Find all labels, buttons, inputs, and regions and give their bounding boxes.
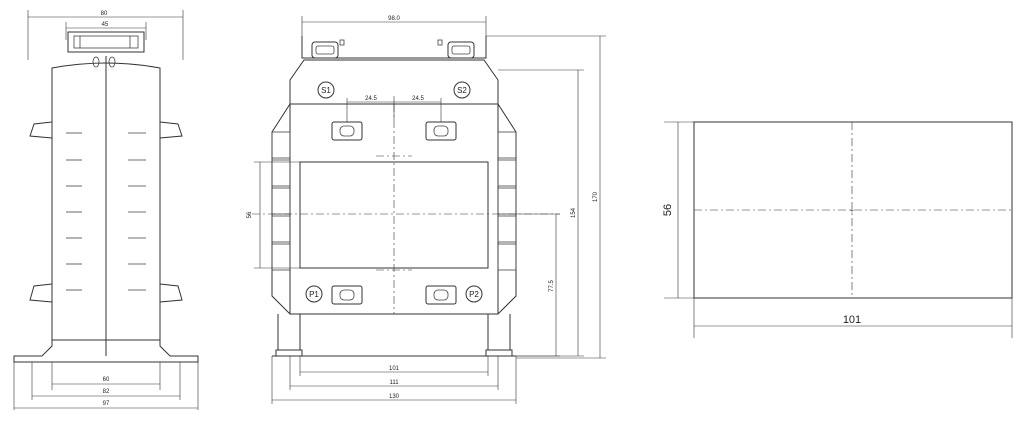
dim-front-top-98: 98.0 [388,16,400,22]
dim-window-width: 101 [843,314,861,326]
dim-side-base-97: 97 [103,401,110,407]
dim-side-top-inner: 45 [102,22,109,28]
terminal-s2: S2 [457,86,467,95]
dim-side-base-60: 60 [103,377,110,383]
dim-window-height: 56 [662,204,674,216]
dim-front-base-130: 130 [389,394,400,400]
dim-front-height-77: 77.5 [549,280,555,292]
dim-front-term-right: 24.5 [412,96,424,102]
window-view: + 56 101 [662,121,1013,338]
side-view: 80 45 [13,10,199,410]
dim-side-top-width: 80 [101,11,108,17]
terminal-p2: P2 [469,290,479,299]
dim-front-base-101: 101 [389,366,400,372]
dim-front-base-111: 111 [389,380,399,386]
terminal-p1: P1 [309,290,319,299]
svg-text:+: + [850,209,854,215]
terminal-s1: S1 [321,86,331,95]
dim-front-height-154: 154 [571,207,577,218]
dim-front-height-170: 170 [593,191,599,202]
dim-side-base-82: 82 [103,389,110,395]
front-view: 98.0 [247,16,606,404]
dim-front-term-left: 24.5 [365,96,377,102]
dim-front-window-56: 56 [247,211,253,218]
